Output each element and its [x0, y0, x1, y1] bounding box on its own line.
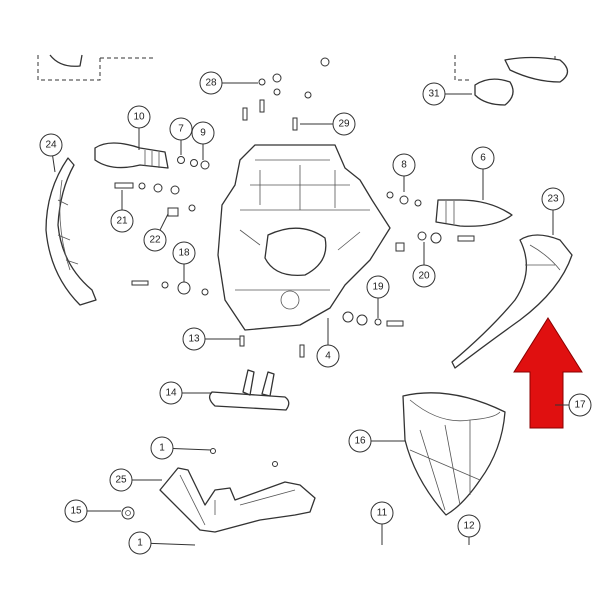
callout-21: 21: [110, 190, 134, 233]
callout-11: 11: [370, 501, 394, 545]
callout-circle: [332, 112, 356, 136]
callout-1: 1: [128, 531, 196, 555]
callout-9: 9: [191, 121, 215, 160]
callout-7: 7: [169, 117, 193, 155]
callout-circle: [568, 393, 592, 417]
callout-label: 8: [401, 160, 407, 171]
leader-line: [150, 542, 196, 546]
callout-label: 7: [178, 124, 184, 135]
lower-bracket-25: [159, 467, 316, 533]
callout-16: 16: [348, 429, 405, 453]
callout-circle: [348, 429, 372, 453]
callout-23: 23: [541, 187, 565, 235]
callout-19: 19: [366, 275, 390, 318]
callout-circle: [64, 499, 88, 523]
callout-circle: [39, 133, 63, 157]
callout-circle: [199, 71, 223, 95]
callout-label: 31: [428, 89, 440, 100]
callout-label: 29: [338, 119, 350, 130]
bracket-14-tabs: [242, 369, 275, 397]
callout-circle: [143, 228, 167, 252]
callout-circle: [110, 209, 134, 233]
callout-circle: [457, 514, 481, 538]
callout-circle: [422, 82, 446, 106]
hardware: [114, 57, 475, 467]
callout-circle: [412, 264, 436, 288]
callout-label: 17: [574, 400, 586, 411]
callout-20: 20: [412, 242, 436, 288]
callout-13: 13: [182, 327, 240, 351]
callout-label: 9: [200, 128, 206, 139]
callout-24: 24: [39, 133, 63, 173]
callout-label: 28: [205, 78, 217, 89]
callout-circle: [127, 105, 151, 129]
callout-label: 12: [463, 521, 475, 532]
callout-circle: [370, 501, 394, 525]
callout-14: 14: [159, 381, 212, 405]
callout-6: 6: [471, 146, 495, 200]
side-trim-24: [45, 157, 97, 306]
callout-1: 1: [150, 436, 212, 460]
callout-circle: [316, 344, 340, 368]
callout-label: 14: [165, 388, 177, 399]
callout-label: 21: [116, 216, 128, 227]
turn-signal-10: [94, 142, 169, 169]
callout-label: 1: [137, 538, 143, 549]
callout-circle: [172, 241, 196, 265]
callout-label: 1: [159, 443, 165, 454]
callout-label: 13: [188, 334, 200, 345]
callout-circle: [471, 146, 495, 170]
bracket-14: [208, 391, 290, 411]
callout-22: 22: [143, 213, 169, 252]
callout-4: 4: [316, 318, 340, 368]
callout-circle: [109, 468, 133, 492]
leader-line: [159, 213, 169, 231]
callout-circle: [366, 275, 390, 299]
callout-25: 25: [109, 468, 162, 492]
callout-15: 15: [64, 499, 121, 523]
dashed-inset-left: [37, 55, 155, 81]
callout-10: 10: [127, 105, 151, 150]
callout-label: 16: [354, 436, 366, 447]
callout-label: 10: [133, 112, 145, 123]
callout-17: 17: [555, 393, 592, 417]
callout-circle: [392, 153, 416, 177]
highlight-arrow: [513, 317, 583, 429]
callout-29: 29: [300, 112, 356, 136]
turn-signal-top-right: [504, 56, 569, 83]
grommet-15: [121, 506, 135, 520]
callout-label: 22: [149, 235, 161, 246]
turn-signal-6: [435, 199, 513, 227]
callout-label: 20: [418, 271, 430, 282]
callout-label: 15: [70, 506, 82, 517]
callout-label: 11: [377, 508, 388, 519]
callout-label: 18: [178, 248, 190, 259]
callout-circle: [541, 187, 565, 211]
callout-label: 19: [372, 282, 384, 293]
callout-circle: [169, 117, 193, 141]
callout-8: 8: [392, 153, 416, 192]
callout-label: 24: [45, 140, 57, 151]
callout-circle: [182, 327, 206, 351]
callout-circle: [150, 436, 174, 460]
leader-line: [52, 155, 56, 173]
bracket-opening: [264, 227, 327, 277]
callout-28: 28: [199, 71, 258, 95]
side-cover-23: [451, 234, 573, 369]
leader-line: [172, 447, 212, 451]
callout-label: 25: [115, 475, 127, 486]
headlight-16: [402, 392, 506, 516]
callout-circle: [191, 121, 215, 145]
callout-label: 4: [325, 351, 331, 362]
callout-31: 31: [422, 82, 472, 106]
callout-label: 23: [547, 194, 559, 205]
turn-signal-top-left: [49, 54, 83, 67]
callout-18: 18: [172, 241, 196, 282]
callout-circle: [159, 381, 183, 405]
callout-label: 6: [480, 153, 486, 164]
turn-signal-inset: [474, 78, 514, 106]
callout-circle: [128, 531, 152, 555]
callout-12: 12: [457, 514, 481, 545]
